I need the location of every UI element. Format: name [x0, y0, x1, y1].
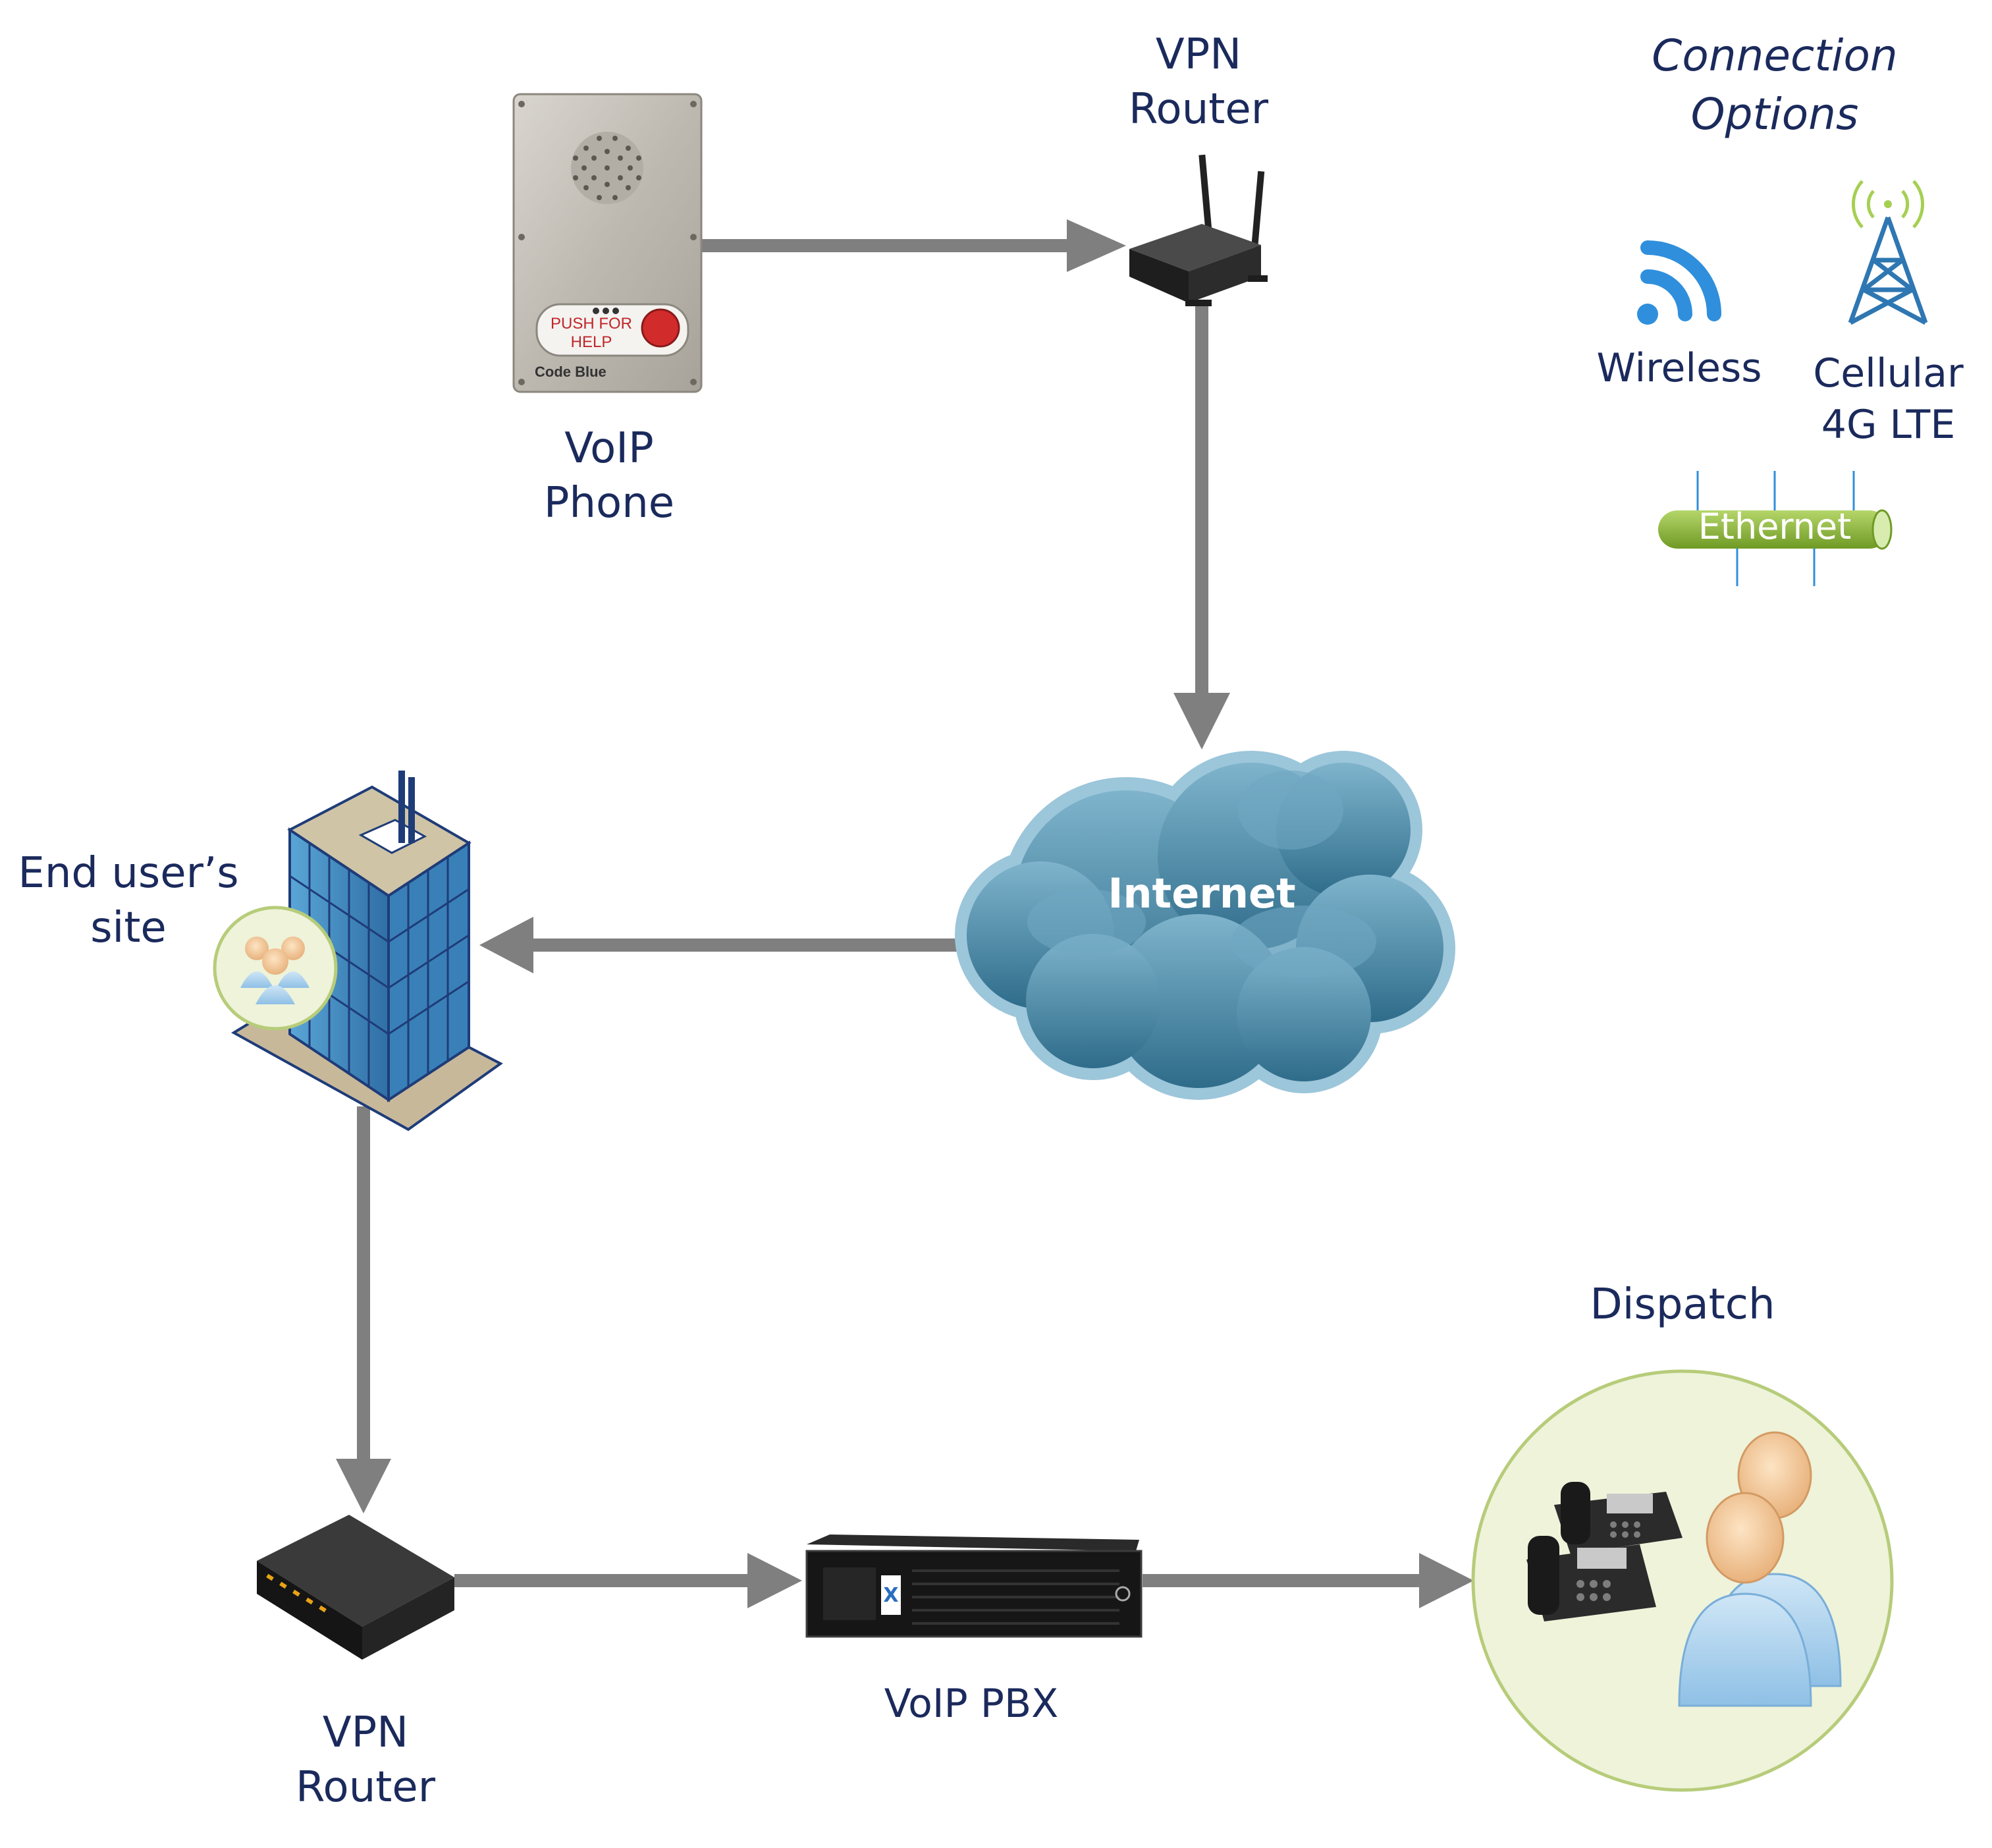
cloud-icon [955, 751, 1455, 1100]
dispatch-label: Dispatch [1590, 1280, 1775, 1329]
voip-phone-label: VoIP Phone [543, 424, 675, 528]
vpn-router-top-label: VPN Router [1128, 30, 1269, 134]
operator-icon [1678, 1431, 1842, 1707]
desk-phone-icon [1526, 1482, 1682, 1621]
arrow-router-to-internet [1173, 306, 1230, 749]
emergency-call-box-icon [512, 93, 703, 393]
push-for-help-text: PUSH FOR HELP [550, 315, 632, 351]
office-building-icon [213, 771, 503, 1131]
internet-label: Internet [1108, 869, 1296, 917]
dispatch-operators-icon [1471, 1369, 1894, 1792]
arrow-internet-to-site [479, 917, 968, 973]
ethernet-cable-icon [1658, 471, 1893, 586]
arrow-phone-to-router [700, 219, 1126, 272]
cellular-label: Cellular 4G LTE [1813, 350, 1964, 448]
cell-tower-icon [1848, 180, 1928, 325]
wifi-icon [1637, 240, 1721, 325]
rack-server-icon: X [805, 1535, 1143, 1638]
ethernet-label: Ethernet [1698, 506, 1852, 547]
wireless-label: Wireless [1596, 345, 1762, 391]
arrow-pbx-to-dispatch [1143, 1553, 1474, 1608]
people-icon [240, 937, 310, 1004]
svg-text:X: X [883, 1584, 898, 1607]
voip-pbx-label: VoIP PBX [884, 1681, 1059, 1727]
arrow-router-to-pbx [454, 1553, 802, 1608]
arrow-site-to-router [336, 1106, 391, 1513]
end-user-site-label: End user’s site [18, 849, 239, 953]
connection-options-title: Connection Options [1652, 30, 1898, 140]
router-icon [257, 1515, 454, 1660]
brand-text: Code Blue [535, 364, 606, 380]
router-antenna-icon [1129, 154, 1268, 306]
vpn-router-bottom-label: VPN Router [295, 1708, 436, 1812]
